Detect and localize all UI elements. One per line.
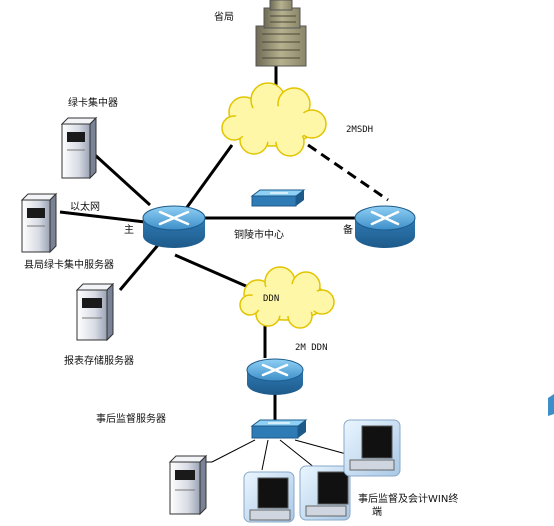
tongling-center-label: 铜陵市中心 (234, 230, 284, 241)
ddn-router-icon (246, 358, 304, 395)
province-building-icon (255, 0, 307, 67)
terminal-suffix-label: 端 (372, 507, 382, 518)
workstation-3-icon (343, 419, 401, 477)
link-hub-main-router (93, 153, 152, 207)
county-green-card-server-icon (20, 192, 58, 254)
sdh-cloud-icon (221, 82, 327, 157)
link-report-server-main-router (118, 244, 160, 291)
report-storage-server-label: 报表存储服务器 (64, 356, 134, 367)
green-card-hub-server-icon (60, 116, 98, 180)
ddn-cloud-label: DDN (263, 294, 280, 304)
post-audit-server-label: 事后监督服务器 (96, 414, 166, 425)
report-storage-server-icon (75, 282, 115, 342)
link-cloud-backup-dashed (307, 143, 389, 202)
lan-links (185, 439, 351, 471)
workstation-1-icon (243, 471, 295, 523)
post-audit-server-icon (168, 454, 208, 516)
province-label: 省局 (214, 12, 234, 23)
backup-router-icon (354, 205, 416, 248)
link-main-ddn (174, 253, 256, 292)
primary-label: 主 (124, 225, 134, 236)
link-ethernet-main-router (59, 210, 146, 224)
ddn-cloud-icon (239, 266, 335, 329)
green-card-hub-label: 绿卡集中器 (68, 98, 118, 109)
workstation-2-icon (299, 465, 351, 521)
sdh-link-label: 2MSDH (346, 125, 374, 135)
county-green-card-server-label: 县局绿卡集中服务器 (24, 260, 114, 271)
link-cloud-main-router (183, 144, 234, 211)
ethernet-label: 以太网 (70, 202, 100, 213)
post-audit-terminals-label: 事后监督及会计WIN终 (358, 494, 459, 505)
links (59, 60, 389, 420)
ddn-2m-label: 2M DDN (295, 343, 328, 353)
tongling-switch-icon (250, 189, 306, 207)
backup-label: 备 (343, 225, 353, 236)
main-router-icon (142, 205, 206, 248)
lan-switch-icon (250, 419, 308, 439)
edge-fragment-icon (548, 394, 554, 416)
